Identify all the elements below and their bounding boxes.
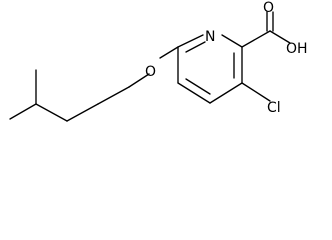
- bond-chain-3: [97, 86, 130, 105]
- hydroxyl-label: OH: [286, 41, 308, 57]
- bond-methyl-branch-left: [9, 103, 37, 120]
- ring-double-bond-c6-n: [185, 41, 206, 53]
- ether-oxygen-label: O: [145, 64, 156, 80]
- bond-ring-to-chlorine: [241, 82, 271, 102]
- bond-chain-1: [35, 103, 68, 122]
- chlorine-label: Cl: [267, 100, 281, 116]
- chemical-structure-diagram: N O O OH Cl: [9, 0, 308, 122]
- ring-bond-n-c2: [221, 34, 243, 48]
- ring-bond-c4-c5: [177, 82, 211, 104]
- structure-canvas: N O O OH Cl: [9, 0, 308, 122]
- bond-chain-2: [66, 103, 99, 122]
- bond-ring-to-carboxyl: [241, 30, 271, 48]
- carbonyl-oxygen-label: O: [263, 0, 274, 16]
- ring-double-bond-c4-c5: [185, 78, 211, 95]
- bond-oxygen-to-ring: [159, 46, 179, 59]
- ring-bond-c6-n: [177, 34, 204, 48]
- ring-bond-c3-c4: [209, 82, 243, 104]
- bond-chain-to-oxygen: [128, 73, 150, 88]
- bond-carboxyl-to-hydroxyl: [269, 30, 291, 44]
- ring-nitrogen-label: N: [205, 29, 215, 45]
